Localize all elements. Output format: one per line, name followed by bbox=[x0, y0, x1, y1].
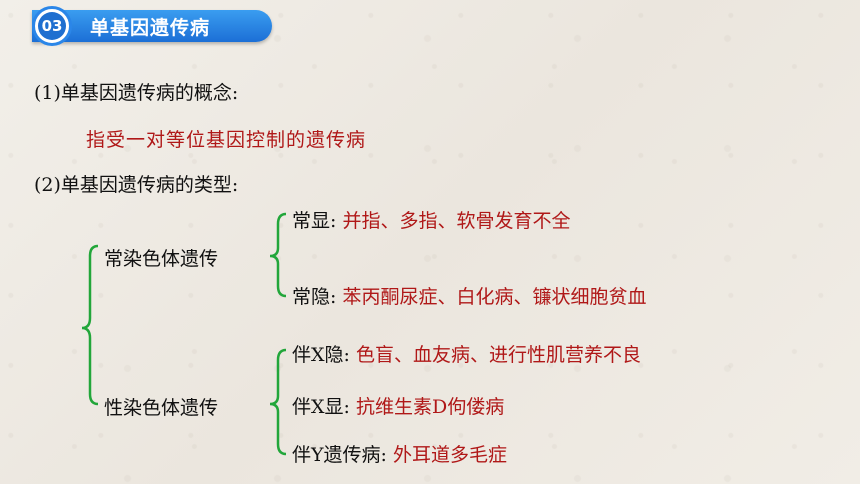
x-dominant-examples: 抗维生素D佝偻病 bbox=[355, 396, 505, 418]
sex-linked-label: 性染色体遗传 bbox=[104, 397, 219, 419]
x-recessive-label: 伴X隐: bbox=[292, 344, 350, 366]
autosomal-dominant-examples: 并指、多指、软骨发育不全 bbox=[342, 210, 571, 232]
autosomal-dominant-row: 常显: 并指、多指、软骨发育不全 bbox=[292, 206, 570, 233]
sex-linked-bracket bbox=[269, 348, 287, 456]
concept-heading: (1)单基因遗传病的概念: bbox=[34, 82, 239, 104]
concept-definition: 指受一对等位基因控制的遗传病 bbox=[86, 129, 367, 151]
y-linked-label: 伴Y遗传病: bbox=[292, 444, 387, 466]
section-title: 单基因遗传病 bbox=[90, 17, 211, 39]
y-linked-examples: 外耳道多毛症 bbox=[393, 444, 508, 466]
autosomal-label: 常染色体遗传 bbox=[104, 248, 219, 270]
x-recessive-examples: 色盲、血友病、进行性肌营养不良 bbox=[355, 344, 641, 366]
autosomal-dominant-label: 常显: bbox=[292, 210, 337, 232]
x-dominant-label: 伴X显: bbox=[292, 396, 350, 418]
main-bracket bbox=[81, 244, 99, 406]
types-heading: (2)单基因遗传病的类型: bbox=[34, 174, 239, 196]
section-number: 03 bbox=[38, 12, 66, 40]
y-linked-row: 伴Y遗传病: 外耳道多毛症 bbox=[292, 440, 507, 467]
header-bar bbox=[32, 10, 272, 42]
x-dominant-row: 伴X显: 抗维生素D佝偻病 bbox=[292, 392, 504, 419]
section-number-badge: 03 bbox=[32, 6, 72, 46]
x-recessive-row: 伴X隐: 色盲、血友病、进行性肌营养不良 bbox=[292, 340, 641, 367]
autosomal-recessive-label: 常隐: bbox=[292, 286, 337, 308]
autosomal-bracket bbox=[269, 212, 287, 298]
section-header: 03 单基因遗传病 bbox=[10, 6, 272, 46]
autosomal-recessive-examples: 苯丙酮尿症、白化病、镰状细胞贫血 bbox=[342, 286, 647, 308]
autosomal-recessive-row: 常隐: 苯丙酮尿症、白化病、镰状细胞贫血 bbox=[292, 282, 646, 309]
